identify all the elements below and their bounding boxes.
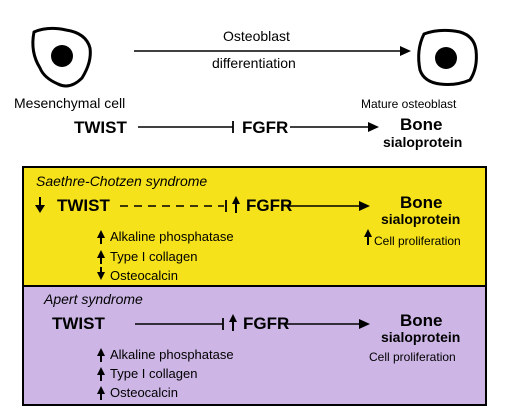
apert-alkaline-phosphatase-up-arrow-icon <box>97 348 105 362</box>
saethre-marker-alkaline-phosphatase: Alkaline phosphatase <box>110 229 234 244</box>
twist-inhibits-fgfr-connector <box>138 121 234 133</box>
mesenchymal-cell-label: Mesenchymal cell <box>14 95 126 111</box>
saethre-bone-label-line1: Bone <box>400 193 443 212</box>
apert-fgfr-up-arrow-icon <box>229 314 237 331</box>
fgfr-up-arrow-icon <box>232 196 240 213</box>
saethre-marker-osteocalcin: Osteocalcin <box>110 268 178 283</box>
type-i-collagen-up-arrow-icon <box>97 250 105 264</box>
saethre-chotzen-panel <box>22 166 487 287</box>
top-diagram-graphics <box>31 26 478 133</box>
differentiation-arrow <box>134 46 411 56</box>
saethre-cell-proliferation: Cell proliferation <box>374 234 461 248</box>
apert-bone-label-line2: sialoprotein <box>381 329 461 345</box>
fgfr-label: FGFR <box>242 118 289 137</box>
arrow-label-line2: differentiation <box>212 55 296 71</box>
saethre-fgfr-label: FGFR <box>246 196 293 215</box>
apert-fgfr-label: FGFR <box>243 314 290 333</box>
fgfr-to-bone-arrow <box>290 122 379 132</box>
apert-twist-inhibition-connector <box>135 318 224 330</box>
fgfr-to-bone-arrow-sc <box>286 201 370 211</box>
mature-osteoblast-label: Mature osteoblast <box>361 97 457 111</box>
mature-osteoblast-icon <box>417 28 478 86</box>
osteocalcin-down-arrow-icon <box>97 267 105 280</box>
arrow-label-line1: Osteoblast <box>223 28 290 44</box>
apert-panel <box>22 285 487 406</box>
bone-label-line1: Bone <box>400 115 443 134</box>
alkaline-phosphatase-up-arrow-icon <box>97 230 105 244</box>
twist-label: TWIST <box>74 118 127 137</box>
apert-cell-proliferation: Cell proliferation <box>369 350 456 364</box>
apert-marker-osteocalcin: Osteocalcin <box>110 385 178 400</box>
apert-bone-label-line1: Bone <box>400 311 443 330</box>
apert-fgfr-to-bone-arrow <box>286 319 370 329</box>
apert-title: Apert syndrome <box>44 291 143 307</box>
apert-twist-label: TWIST <box>52 314 105 333</box>
saethre-twist-label: TWIST <box>57 196 110 215</box>
saethre-chotzen-title: Saethre-Chotzen syndrome <box>36 173 208 189</box>
bone-label-line2: sialoprotein <box>383 134 463 150</box>
saethre-bone-label-line2: sialoprotein <box>381 211 461 227</box>
apert-marker-type-i-collagen: Type I collagen <box>110 366 198 381</box>
apert-osteocalcin-up-arrow-icon <box>97 386 105 400</box>
twist-down-arrow-icon <box>35 197 45 213</box>
twist-dashed-inhibition-connector <box>120 200 227 212</box>
apert-marker-alkaline-phosphatase: Alkaline phosphatase <box>110 347 234 362</box>
apert-type-i-collagen-up-arrow-icon <box>97 367 105 381</box>
cell-proliferation-up-arrow-icon <box>364 229 372 245</box>
saethre-marker-type-i-collagen: Type I collagen <box>110 249 198 264</box>
mesenchymal-cell-icon <box>31 26 92 88</box>
